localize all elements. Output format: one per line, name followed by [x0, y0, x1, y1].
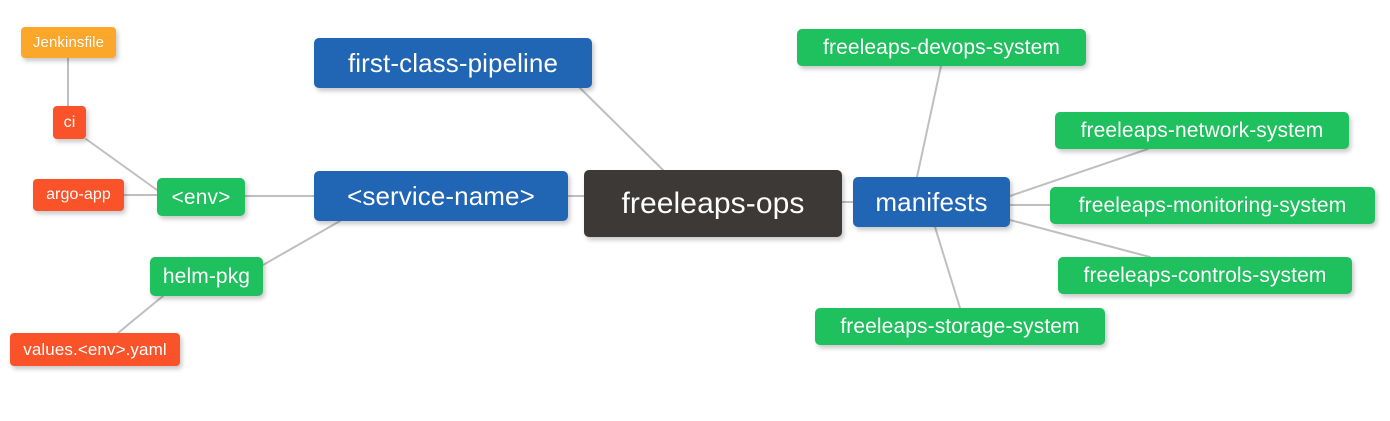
mindmap-node-helm-pkg[interactable]: helm-pkg	[150, 257, 263, 296]
mindmap-edge	[934, 226, 961, 309]
mindmap-edge	[262, 220, 341, 266]
mindmap-node-first-class-pipeline[interactable]: first-class-pipeline	[314, 38, 592, 88]
mindmap-node-argo-app[interactable]: argo-app	[33, 179, 124, 211]
mindmap-edge	[1009, 219, 1151, 258]
mindmap-node-root[interactable]: freeleaps-ops	[584, 170, 842, 237]
mindmap-edge	[579, 87, 664, 171]
mindmap-node-jenkinsfile[interactable]: Jenkinsfile	[21, 27, 116, 58]
mindmap-node-freeleaps-network-system[interactable]: freeleaps-network-system	[1055, 112, 1349, 149]
mindmap-node-manifests[interactable]: manifests	[853, 177, 1010, 227]
mindmap-edge	[916, 65, 942, 178]
mindmap-node-values-env-yaml[interactable]: values.<env>.yaml	[10, 333, 180, 366]
mindmap-node-service-name[interactable]: <service-name>	[314, 171, 568, 221]
mindmap-node-env[interactable]: <env>	[157, 178, 245, 216]
mindmap-node-freeleaps-controls-system[interactable]: freeleaps-controls-system	[1058, 257, 1352, 294]
mindmap-node-ci[interactable]: ci	[53, 106, 86, 139]
mindmap-node-freeleaps-storage-system[interactable]: freeleaps-storage-system	[815, 308, 1105, 345]
mindmap-node-freeleaps-devops-system[interactable]: freeleaps-devops-system	[797, 29, 1086, 66]
mindmap-node-freeleaps-monitoring-system[interactable]: freeleaps-monitoring-system	[1050, 187, 1375, 224]
mindmap-edge	[117, 295, 164, 334]
